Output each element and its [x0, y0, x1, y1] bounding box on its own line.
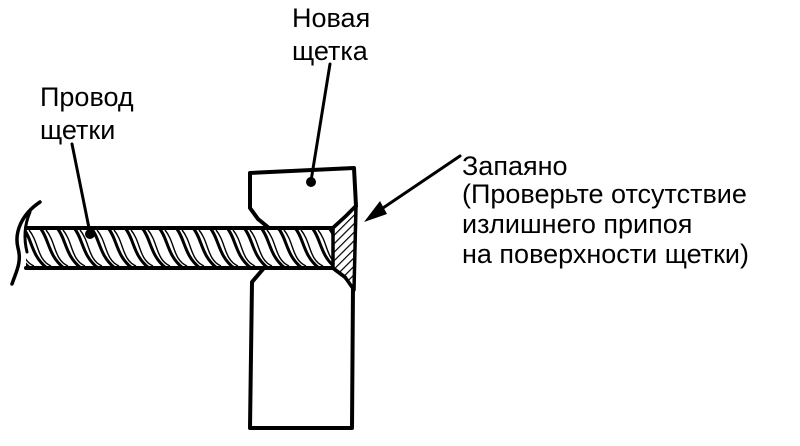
- leader-brush-wire: [70, 142, 92, 235]
- wire-strand: [293, 228, 320, 268]
- leader-dot-new-brush: [306, 177, 316, 187]
- solder-joint: [331, 204, 358, 292]
- wire-strand-detail: [215, 229, 239, 267]
- wire-strand-detail: [45, 229, 69, 267]
- label-soldered: Запаяно (Проверьте отсутствие излишнего …: [462, 151, 754, 269]
- wire-strand: [327, 228, 332, 236]
- wire-strand-detail: [198, 229, 222, 267]
- wire-strand: [26, 229, 48, 268]
- wire-strand: [191, 228, 218, 268]
- wire-strand: [26, 262, 31, 268]
- wire-strand: [174, 228, 201, 268]
- wire-strand-detail: [300, 229, 324, 267]
- leader-soldered: [378, 154, 462, 212]
- wire-strand-detail: [317, 229, 332, 261]
- wire-strand: [259, 228, 286, 268]
- wire-strand: [55, 228, 82, 268]
- braided-wire: [24, 226, 335, 270]
- wire-strand: [225, 228, 252, 268]
- leader-new-brush: [309, 62, 332, 183]
- wire-strand: [242, 228, 269, 268]
- wire-strand: [72, 228, 99, 268]
- wire-strand-detail: [113, 229, 137, 267]
- wire-strand: [157, 228, 184, 268]
- wire-strand-detail: [147, 229, 171, 267]
- leader-dot-brush-wire: [85, 229, 95, 239]
- wire-strand-detail: [232, 229, 256, 267]
- wire-strand-detail: [96, 229, 120, 267]
- wire-strand: [38, 228, 65, 268]
- wire-strand-detail: [164, 229, 188, 267]
- wire-strand-detail: [130, 229, 154, 267]
- cable-end-strand: [23, 210, 32, 254]
- wire-strand-detail: [26, 258, 35, 267]
- wire-strand-detail: [62, 229, 86, 267]
- wire-strand: [123, 228, 150, 268]
- wire-strand: [106, 228, 133, 268]
- wire-strand: [208, 228, 235, 268]
- wire-strand: [310, 228, 332, 267]
- label-brush-wire: Провод щетки: [40, 82, 141, 145]
- brush-body-upper: [248, 166, 358, 230]
- leader-arrowhead-soldered: [364, 201, 387, 222]
- brush-body-lower: [248, 266, 355, 430]
- wire-strand-detail: [28, 229, 52, 267]
- wire-strand-detail: [249, 229, 273, 267]
- wire-strand: [276, 228, 303, 268]
- wire-strand-detail: [79, 229, 103, 267]
- cable-frayed-end: [10, 200, 42, 286]
- wire-strand: [140, 228, 167, 268]
- wire-strand-detail: [181, 229, 205, 267]
- label-new-brush: Новая щетка: [292, 3, 378, 66]
- wire-strand-detail: [266, 229, 290, 267]
- wire-strand-detail: [283, 229, 307, 267]
